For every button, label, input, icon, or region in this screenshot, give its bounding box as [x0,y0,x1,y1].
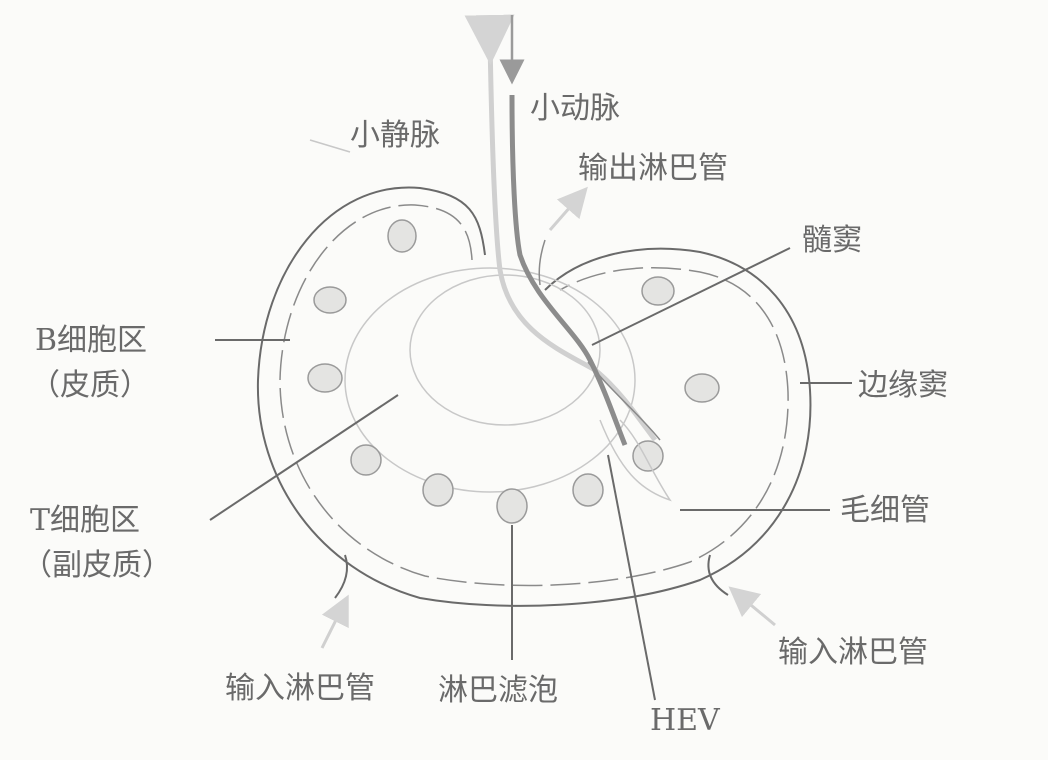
follicle [496,488,528,524]
leader-venule [309,139,351,153]
label-medullary-sinus: 髓窦 [802,223,862,258]
label-efferent-lymphatic: 输出淋巴管 [578,151,728,186]
leader-medullary-sinus [591,247,791,346]
leader-hev [607,454,656,701]
afferent-lymphatic-arrow-right [728,586,776,627]
follicle [632,440,664,472]
follicle [307,363,343,393]
medulla-region [409,274,601,426]
label-marginal-sinus: 边缘窦 [858,368,948,403]
marginal-sinus-outline [279,204,789,587]
label-venule: 小静脉 [350,118,440,153]
label-b-cell-zone: B细胞区 [35,323,147,358]
arteriole-vessel [509,94,628,446]
follicle [350,444,382,476]
label-capillary: 毛细管 [840,493,930,528]
label-afferent-lymphatic-left: 输入淋巴管 [225,671,375,706]
efferent-lymphatic-arrow [548,186,588,231]
label-t-cell-zone-sub: （副皮质） [22,548,172,583]
follicle [572,473,604,507]
lymphoid-follicles [307,219,720,524]
label-hev: HEV [650,703,721,738]
label-arteriole: 小动脉 [530,91,620,126]
paracortex-region [344,267,636,493]
follicle [313,286,347,314]
label-b-cell-zone-sub: （皮质） [30,368,150,403]
label-afferent-lymphatic-right: 输入淋巴管 [778,635,928,670]
follicle [641,276,675,306]
leader-t-cell [209,394,399,521]
label-t-cell-zone: T细胞区 [30,503,140,538]
follicle [422,473,454,507]
label-lymphoid-follicle: 淋巴滤泡 [438,673,558,708]
capsule-outline [256,186,812,607]
follicle [387,219,417,253]
capillary-loop [599,419,672,502]
afferent-lymphatic-arrow-left [320,594,349,649]
venule-vessel [464,14,658,442]
follicle [684,373,720,403]
